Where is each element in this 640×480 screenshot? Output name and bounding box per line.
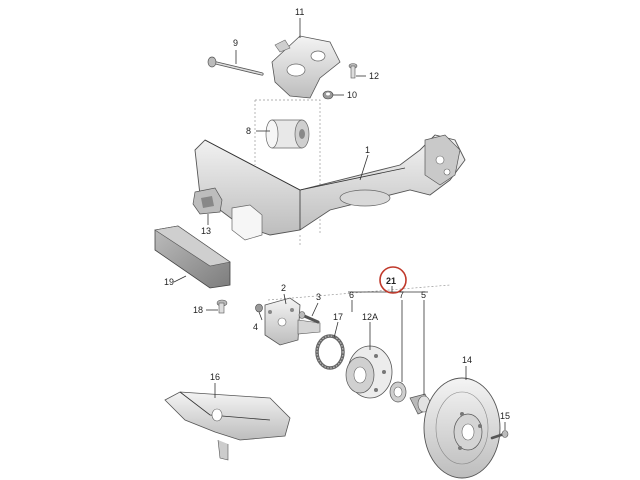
callout-7: 7 (399, 290, 404, 300)
bolt-part-18 (216, 299, 228, 314)
callout-labels: 11 9 12 10 8 1 13 19 18 2 3 4 17 12A 6 7… (164, 7, 510, 421)
callout-3: 3 (316, 292, 321, 302)
callout-8: 8 (246, 126, 251, 136)
bolt-part-12 (348, 63, 358, 79)
callout-17: 17 (333, 312, 343, 322)
callout-16: 16 (210, 372, 220, 382)
bolt-part-9 (207, 56, 264, 76)
callout-10: 10 (347, 90, 357, 100)
callout-18: 18 (193, 305, 203, 315)
callout-21: 21 (386, 276, 396, 286)
trim-part-19 (154, 225, 231, 289)
callout-9: 9 (233, 38, 238, 48)
buffer-part-13 (192, 187, 223, 215)
highlight-circle-21 (379, 266, 407, 294)
callout-19: 19 (164, 277, 174, 287)
callout-12: 12 (369, 71, 379, 81)
callout-5: 5 (421, 290, 426, 300)
callout-14: 14 (462, 355, 472, 365)
nut-part-4 (255, 303, 263, 313)
callout-11: 11 (295, 7, 304, 17)
callout-4: 4 (253, 322, 258, 332)
brake-disc-part-14 (423, 377, 501, 479)
stub-axle-part-2 (264, 297, 321, 346)
bolt-part-3 (298, 311, 320, 324)
bearing-part-7 (389, 381, 407, 403)
callout-1: 1 (365, 145, 370, 155)
callout-2: 2 (281, 283, 286, 293)
assembly-guides (254, 99, 451, 301)
nut-part-10 (322, 90, 334, 100)
callout-12a: 12A (362, 312, 378, 322)
mounting-bracket-part-11 (271, 35, 341, 99)
wheel-hub-part-12a (345, 345, 393, 399)
callout-15: 15 (500, 411, 510, 421)
callout-6: 6 (349, 290, 354, 300)
backing-plate-part-16 (164, 391, 291, 461)
rear-axle-beam-part-1 (194, 134, 466, 241)
bushing-part-8 (265, 119, 310, 149)
abs-ring-part-17 (315, 334, 345, 370)
leader-lines (173, 18, 506, 430)
wheel-bolt-part-15 (490, 430, 509, 440)
callout-13: 13 (201, 226, 211, 236)
